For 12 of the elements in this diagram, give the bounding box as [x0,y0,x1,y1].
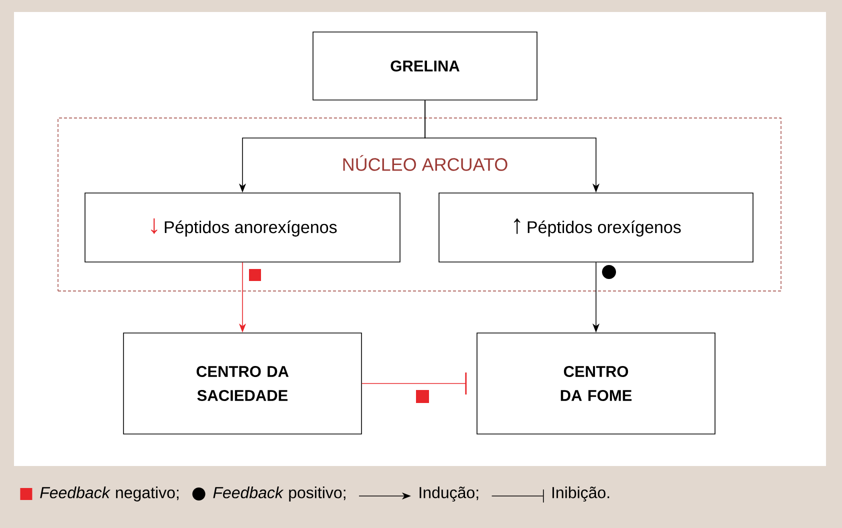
legend-text: Feedback positivo; [213,486,346,502]
region-label: NÚCLEO ARCUATO [343,155,508,171]
legend-text: Inibição. [552,486,610,502]
dashed-region [58,118,782,292]
process-box: ↑ Péptidos orexígenos [438,192,754,262]
process-box: GRELINA [312,32,538,100]
legend-text: Indução; [420,486,478,502]
process-box: ↓ Péptidos anorexígenos [84,192,400,262]
process-box: CENTRO DA SACIEDADE [123,332,362,434]
process-box: CENTRO DA FOME [476,332,716,434]
arrow [362,372,467,394]
legend-text: Feedback negativo; [40,486,178,502]
